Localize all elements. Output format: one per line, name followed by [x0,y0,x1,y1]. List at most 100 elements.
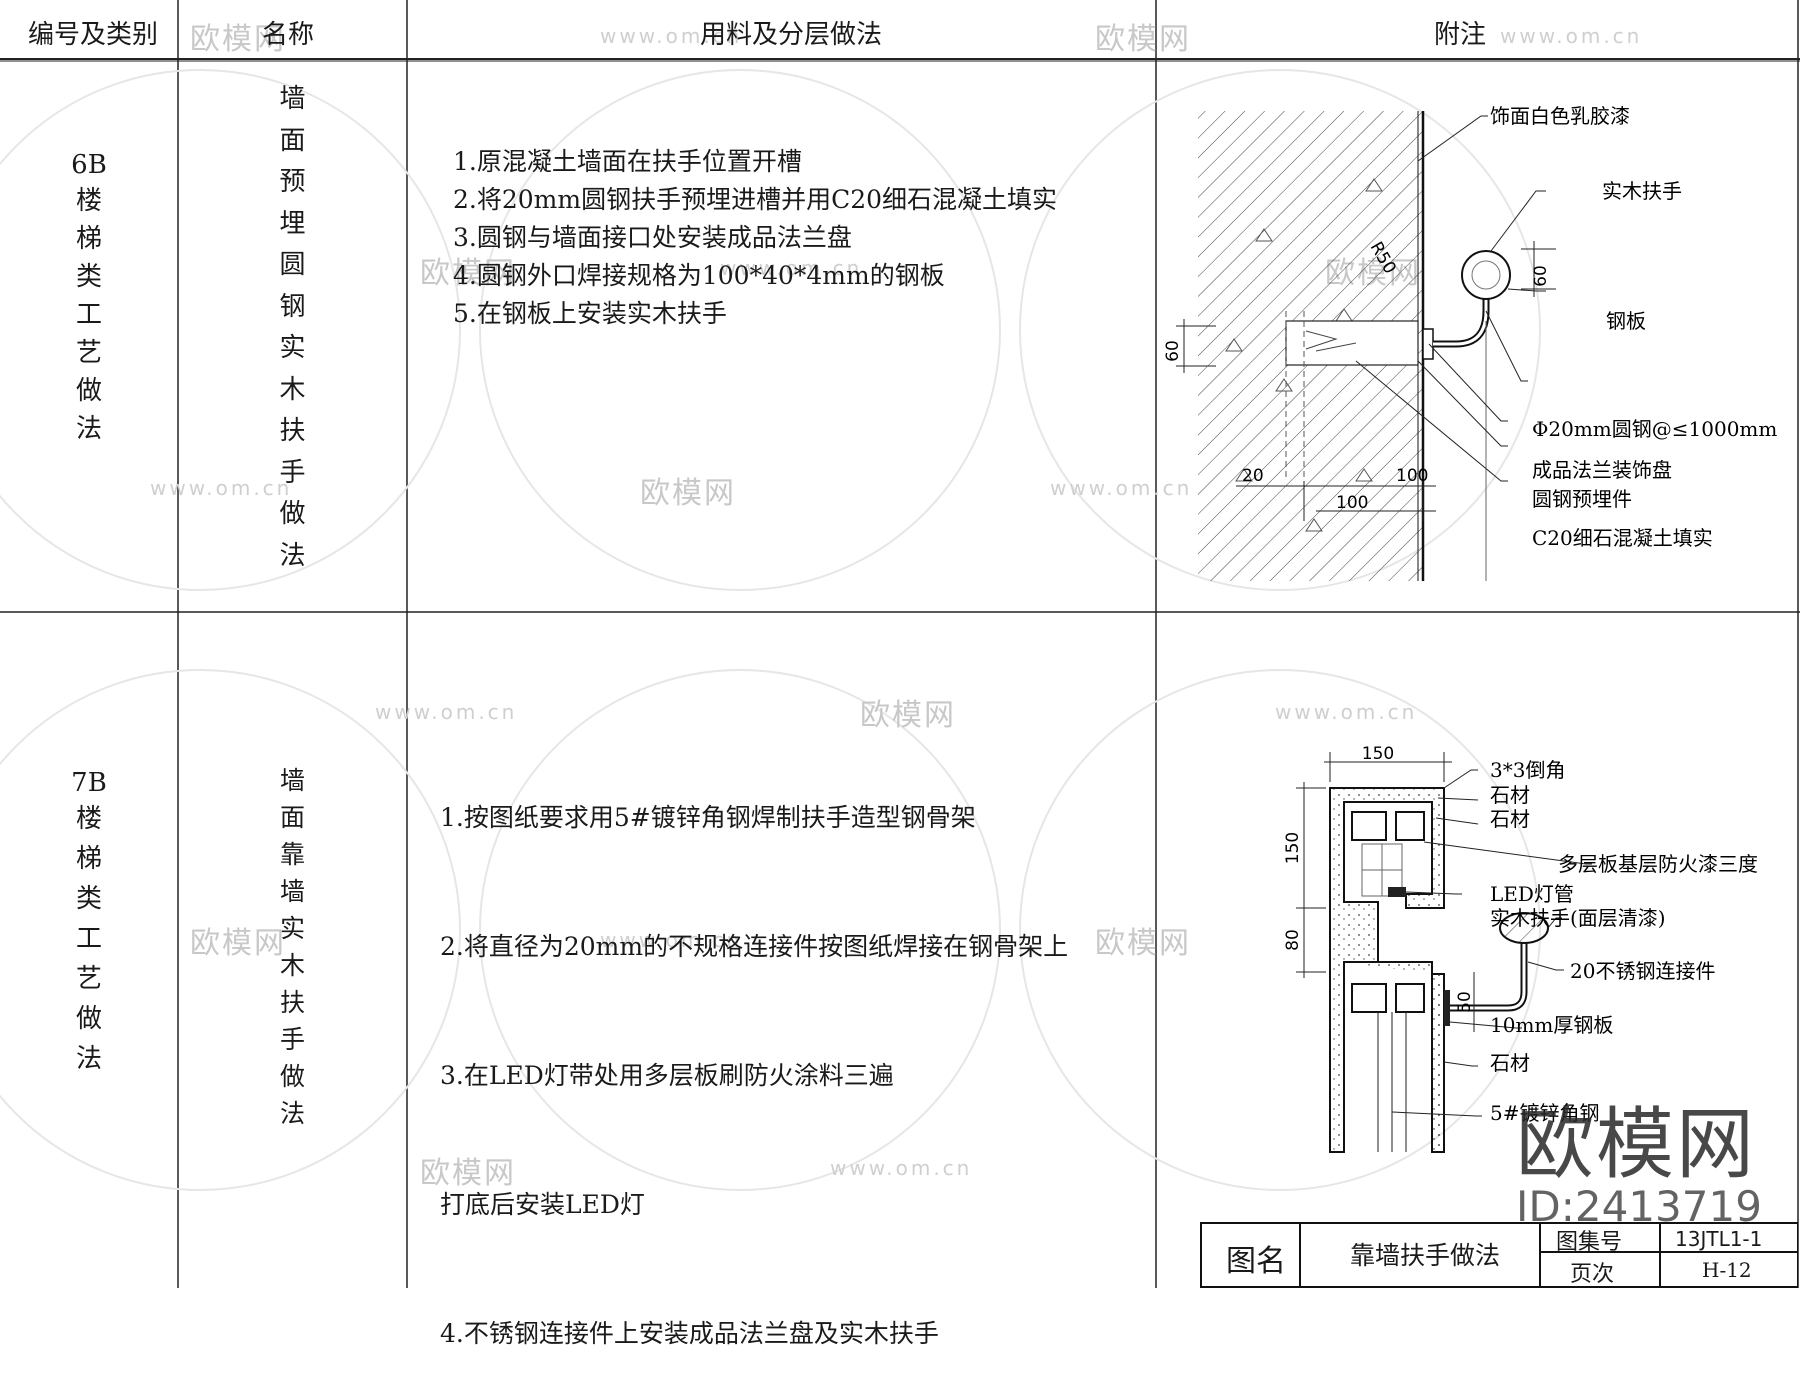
watermark-url: www.om.cn [1275,700,1418,724]
watermark-url: www.om.cn [600,24,743,48]
watermark-brand: 欧模网 [420,1156,516,1191]
label-stone: 石材 [1490,1051,1530,1075]
dim-100: 100 [1336,493,1368,513]
row1-name-char: 木 [279,374,306,405]
led-tube [1388,887,1406,897]
steel-plate [1444,990,1450,1026]
row1-name-char: 扶 [279,416,306,446]
row2-name-char: 做 [279,1062,305,1091]
dim-20: 20 [1242,466,1264,486]
row2-category-char: 类 [75,884,102,914]
id-watermark: ID:2413719 [1516,1182,1762,1231]
watermark-brand: 欧模网 [860,698,956,733]
row1-name-char: 做 [279,499,306,529]
table-grid [0,0,1800,1288]
step-item: 1.按图纸要求用5#镀锌角钢焊制扶手造型钢骨架 [440,803,976,832]
flange [1422,328,1434,360]
dim-80: 80 [1283,929,1303,951]
row1-name-char: 墙 [279,84,306,114]
label-connector: 20不锈钢连接件 [1570,959,1715,983]
row2-name-char: 木 [279,951,305,980]
row2-name-char: 墙 [279,766,305,795]
label-led: LED灯管 [1490,882,1574,906]
watermark-brand: 欧模网 [190,22,286,57]
label-stone: 石材 [1490,783,1530,807]
row2-steps: 1.按图纸要求用5#镀锌角钢焊制扶手造型钢骨架 2.将直径为20mm的不规格连接… [440,710,1068,1398]
row1-name-char: 面 [279,125,306,156]
step-item: 5.在钢板上安装实木扶手 [453,299,727,328]
row2-name-char: 面 [279,803,305,832]
dim-50: 50 [1455,991,1475,1013]
row1-name: 墙 面 预 埋 圆 钢 实 木 扶 手 做 法 [178,86,407,584]
header-notes: 附注 [1434,20,1487,50]
title-set-label: 图集号 [1556,1230,1623,1255]
header-method: 用料及分层做法 [700,20,883,50]
row1-detail-drawing: 60 60 20 100 100 R50 饰面白色乳胶漆 实木扶手 钢板 Φ20… [1163,104,1777,581]
label-handrail: 实木扶手 [1602,179,1682,203]
step-item: 1.原混凝土墙面在扶手位置开槽 [453,147,802,176]
dim-150: 150 [1362,744,1394,764]
step-item: 4.不锈钢连接件上安装成品法兰盘及实木扶手 [440,1319,939,1348]
label-plate: 10mm厚钢板 [1490,1013,1613,1037]
row2-category: 7B 楼 梯 类 工 艺 做 法 [0,770,178,1086]
row2-category-char: 梯 [75,844,102,874]
row1-name-char: 埋 [279,208,306,239]
header-code-category: 编号及类别 [28,20,159,50]
watermark-brand: 欧模网 [420,256,516,291]
watermark-url: www.om.cn [150,476,293,500]
label-rod: Φ20mm圆钢@≤1000mm [1532,417,1777,441]
step-item: 打底后安装LED灯 [440,1190,645,1219]
watermark-brand: 欧模网 [640,476,736,511]
label-embed: 圆钢预埋件 [1532,487,1632,511]
label-fill: C20细石混凝土填实 [1532,526,1713,550]
title-page-value: H-12 [1702,1258,1752,1282]
row2-name-char: 手 [279,1025,305,1054]
dim-60: 60 [1163,340,1183,362]
title-set-value: 13JTL1-1 [1675,1227,1763,1251]
row2-name-char: 法 [279,1099,305,1128]
step-item: 2.将20mm圆钢扶手预埋进槽并用C20细石混凝土填实 [453,185,1058,214]
label-flange: 成品法兰装饰盘 [1532,458,1672,482]
title-page-label: 页次 [1570,1262,1615,1287]
row1-category: 6B 楼 梯 类 工 艺 做 法 [0,152,178,454]
watermark-brand: 欧模网 [1095,22,1191,57]
row1-steps: 1.原混凝土墙面在扶手位置开槽 2.将20mm圆钢扶手预埋进槽并用C20细石混凝… [453,143,1057,333]
label-plywood: 多层板基层防火漆三度 [1558,852,1758,876]
row1-name-char: 实 [279,333,306,363]
row2-category-char: 做 [75,1004,102,1034]
watermark-url: www.om.cn [1050,476,1193,500]
label-plate: 钢板 [1606,309,1646,333]
groove-fill [1285,320,1419,366]
row1-category-char: 法 [75,414,102,444]
row2-category-char: 法 [75,1044,102,1074]
row2-category-char: 工 [75,924,102,954]
row1-category-char: 类 [75,262,102,292]
row2-category-char: 艺 [75,964,102,994]
step-item: 3.圆钢与墙面接口处安装成品法兰盘 [453,223,852,252]
label-paint: 饰面白色乳胶漆 [1490,104,1630,128]
row1-category-char: 做 [75,376,102,406]
row1-name-char: 钢 [279,291,306,322]
label-chamfer: 3*3倒角 [1490,758,1565,782]
row1-code: 6B [71,150,107,180]
dim-60: 60 [1531,265,1551,287]
row2-name-char: 靠 [279,840,305,869]
row2-name-char: 墙 [279,877,305,906]
watermark-url: www.om.cn [1500,24,1643,48]
row1-name-char: 手 [279,457,306,488]
header-name: 名称 [262,20,315,50]
label-angle-steel: 5#镀锌角钢 [1490,1101,1599,1125]
row1-name-char: 法 [279,540,306,571]
row1-category-char: 工 [75,300,102,330]
title-name-value: 靠墙扶手做法 [1350,1241,1501,1270]
dim-100: 100 [1396,466,1428,486]
title-name-label: 图名 [1226,1244,1286,1279]
watermark-url: www.om.cn [830,1156,973,1180]
row2-detail-drawing: 150 150 80 50 3*3倒角 石材 石材 多层板基层防火漆三度 LED… [1283,744,1758,1153]
step-item: 2.将直径为20mm的不规格连接件按图纸焊接在钢骨架上 [440,932,1069,961]
wood-handrail [1461,250,1511,300]
brand-watermark: 欧模网 [1516,1100,1757,1190]
watermark-url: www.om.cn [720,256,863,280]
row2-category-char: 楼 [75,804,102,834]
row1-name-char: 预 [279,167,306,197]
